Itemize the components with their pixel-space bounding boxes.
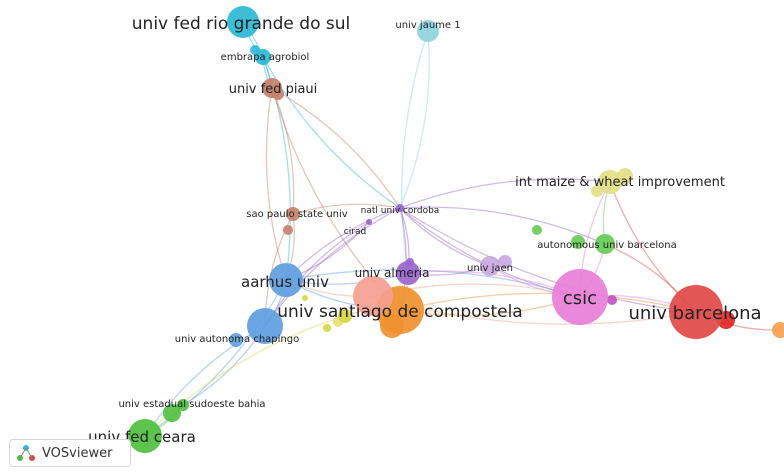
- node-saopaulo[interactable]: [286, 207, 300, 221]
- node-orangeedge[interactable]: [772, 322, 784, 338]
- node-jaen[interactable]: [480, 256, 500, 276]
- node-cirad[interactable]: [366, 219, 372, 225]
- node-ceara[interactable]: [128, 419, 162, 453]
- node-embrapa[interactable]: [255, 49, 271, 65]
- link-chapingo-ceara: [144, 325, 266, 437]
- satellite-node-14[interactable]: [283, 225, 293, 235]
- node-label-cordoba: natl univ cordoba: [361, 206, 440, 216]
- node-label-autbcn: autonomous univ barcelona: [537, 240, 676, 251]
- node-rio[interactable]: [227, 6, 259, 38]
- node-label-rio: univ fed rio grande do sul: [132, 14, 350, 34]
- link-santiago-barcelona: [399, 292, 697, 313]
- satellite-node-3[interactable]: [571, 235, 585, 249]
- label-layer: univ fed rio grande do sul univ jaume 1 em…: [88, 14, 761, 446]
- vosviewer-label: VOSviewer: [42, 445, 113, 461]
- link-cordoba-chapingo: [264, 207, 401, 327]
- node-yellowsmall[interactable]: [338, 309, 352, 323]
- node-csic[interactable]: [552, 269, 608, 325]
- link-piaui-saopaulo: [271, 87, 295, 215]
- link-piaui-cordoba: [271, 87, 401, 209]
- vosviewer-logo-icon: [17, 445, 35, 461]
- node-label-csic: csic: [563, 288, 597, 309]
- node-autbcn[interactable]: [595, 234, 615, 254]
- node-cimmyt[interactable]: [598, 170, 622, 194]
- node-chapingo[interactable]: [247, 308, 283, 344]
- link-jaume-almeria: [401, 30, 429, 274]
- node-label-bahia: univ estadual sudoeste bahia: [118, 399, 265, 410]
- node-bahia[interactable]: [177, 399, 189, 411]
- link-cordoba-barcelona: [399, 207, 697, 313]
- link-cordoba-csic: [399, 207, 581, 298]
- satellite-node-2[interactable]: [532, 225, 542, 235]
- node-barcelona[interactable]: [669, 285, 723, 339]
- node-label-barcelona: univ barcelona: [628, 303, 761, 324]
- node-label-aarhus: aarhus univ: [241, 273, 329, 291]
- satellite-node-1[interactable]: [607, 295, 617, 305]
- link-aarhus-csic: [285, 269, 581, 298]
- node-label-cimmyt: int maize & wheat improvement: [515, 175, 725, 190]
- node-label-jaume: univ jaume 1: [395, 20, 460, 31]
- node-label-santiago: univ santiago de compostela: [277, 302, 522, 322]
- node-layer: [128, 6, 784, 453]
- node-label-almeria: univ almeria: [355, 266, 430, 280]
- node-jaume[interactable]: [417, 20, 439, 42]
- node-label-embrapa: embrapa agrobiol: [221, 52, 310, 63]
- node-label-saopaulo: sao paulo state univ: [246, 209, 347, 220]
- node-cordoba[interactable]: [396, 204, 404, 212]
- link-aarhus-ceara: [144, 279, 287, 437]
- node-almeria[interactable]: [396, 261, 420, 285]
- link-cordoba-autbcn: [399, 206, 606, 245]
- node-label-chapingo: univ autonoma chapingo: [175, 334, 299, 345]
- satellite-node-6[interactable]: [498, 255, 512, 269]
- link-piaui-aarhus: [265, 87, 287, 281]
- satellite-node-8[interactable]: [302, 295, 308, 301]
- link-jaume-cordoba: [399, 30, 430, 209]
- vosviewer-badge[interactable]: VOSviewer: [9, 439, 131, 467]
- satellite-node-9[interactable]: [323, 324, 331, 332]
- node-aarhus[interactable]: [269, 263, 303, 297]
- link-cordoba-jaen: [399, 207, 491, 267]
- link-saopaulo-cordoba: [292, 203, 401, 215]
- link-cordoba-cimmyt: [399, 178, 611, 209]
- node-salmon[interactable]: [353, 276, 393, 316]
- node-label-jaen: univ jaen: [467, 263, 513, 274]
- node-label-cirad: cirad: [344, 227, 366, 237]
- node-piaui[interactable]: [262, 78, 282, 98]
- node-label-piaui: univ fed piaui: [229, 82, 318, 97]
- satellite-node-16[interactable]: [163, 404, 181, 422]
- satellite-node-15[interactable]: [229, 333, 243, 347]
